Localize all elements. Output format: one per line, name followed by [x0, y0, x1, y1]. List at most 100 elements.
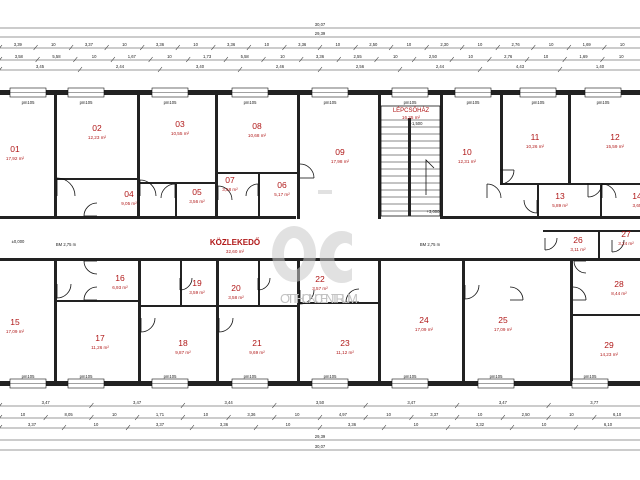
- door-swing-arc: [587, 182, 603, 198]
- dim-tick: [246, 44, 252, 51]
- stair-steps: [381, 119, 440, 212]
- dim-tick: [77, 66, 83, 73]
- dim-value: 3,45: [36, 64, 45, 69]
- dim-tick: [298, 56, 304, 63]
- window-label: pm105: [164, 374, 177, 379]
- door-swing-arc: [56, 283, 72, 299]
- dim-value: 3,36: [227, 42, 236, 47]
- room-number: 10: [462, 147, 472, 157]
- level-left: ±0,000: [12, 239, 25, 244]
- room-number: 08: [252, 121, 262, 131]
- dim-value: 4,43: [516, 64, 525, 69]
- room-18: 18 9,87 m²: [175, 338, 191, 355]
- dim-value: 10: [478, 42, 483, 47]
- dim-tick: [500, 414, 506, 421]
- room-16: 166,93 m²: [112, 273, 128, 290]
- room-number: 18: [178, 338, 188, 348]
- window-label: pm105: [532, 100, 545, 105]
- dim-value: 3,37: [430, 412, 439, 417]
- dim-tick: [317, 414, 323, 421]
- dim-value: 3,47: [499, 400, 508, 405]
- dim-tick: [317, 424, 323, 431]
- room-28: 288,44 m²: [611, 279, 627, 296]
- window-label: pm105: [164, 100, 177, 105]
- door-swing-arc: [83, 286, 98, 301]
- corridor-area: 32,60 m²: [226, 249, 245, 254]
- dim-value: 10: [569, 412, 574, 417]
- door-swing-arc: [611, 239, 625, 253]
- door-swing-arc: [140, 317, 156, 333]
- room-area: 5,17 m²: [274, 192, 290, 197]
- dim-tick: [531, 44, 536, 51]
- stair-area: 16,25 m²: [402, 115, 421, 120]
- room-number: 04: [124, 189, 134, 199]
- dim-value: 2,50: [522, 412, 531, 417]
- dim-value: 2,55: [354, 54, 363, 59]
- room-number: 15: [10, 317, 20, 327]
- room-07: 073,58 m²: [222, 175, 238, 192]
- window-label: pm105: [244, 374, 257, 379]
- dim-value: 3,36: [316, 54, 325, 59]
- dim-value: 1,71: [156, 412, 165, 417]
- dim-tick: [388, 44, 394, 51]
- dim-tick: [282, 44, 287, 51]
- window-labels: pm105 pm105 pm105 pm105 pm105 pm105 pm105 pm105…: [22, 100, 610, 379]
- dim-tick: [381, 424, 387, 431]
- door-swing-arc: [160, 183, 176, 199]
- dim-tick: [180, 414, 186, 421]
- dim-value: 3,58: [15, 54, 24, 59]
- dim-value: 2,46: [276, 64, 285, 69]
- dim-tick: [0, 56, 3, 60]
- room-number: 26: [573, 235, 583, 245]
- dim-tick: [353, 44, 358, 51]
- dim-tick: [68, 44, 74, 51]
- dim-value: 3,36: [247, 412, 256, 417]
- window-label: pm105: [467, 100, 480, 105]
- dim-value: 3,36: [298, 42, 307, 47]
- dim-tick: [0, 44, 3, 48]
- window-label: pm105: [22, 100, 35, 105]
- bm-right: BM 2,75 m: [420, 242, 441, 247]
- room-area: 10,26 m²: [526, 144, 545, 149]
- room-number: 02: [92, 123, 102, 133]
- room-number: 21: [252, 338, 262, 348]
- window-label: pm105: [584, 374, 597, 379]
- dim-tick: [557, 66, 563, 73]
- dim-value: 10: [407, 42, 412, 47]
- dim-value: 2,76: [504, 54, 513, 59]
- dim-value: 3,36: [156, 42, 165, 47]
- level-right: +3,000: [427, 209, 441, 214]
- room-number: 13: [555, 191, 565, 201]
- room-area: 3,56 m²: [189, 199, 205, 204]
- dim-tick: [89, 414, 94, 421]
- window-label: pm105: [404, 100, 417, 105]
- dim-tick: [180, 402, 186, 409]
- dim-value: 10: [203, 412, 208, 417]
- room-area: 14,23 m²: [600, 352, 619, 357]
- room-area: 9,87 m²: [175, 350, 191, 355]
- dim-value: 10: [92, 54, 97, 59]
- dim-tick: [495, 44, 501, 51]
- dim-value: 10: [335, 42, 340, 47]
- dim-tick: [148, 56, 153, 63]
- dim-tick: [175, 44, 181, 51]
- dim-value: 10: [620, 42, 625, 47]
- window-openings: [9, 87, 622, 389]
- dim-tick: [272, 402, 277, 409]
- dim-tick: [600, 56, 605, 63]
- dim-value: 2,44: [436, 64, 445, 69]
- dim-value: 3,32: [476, 422, 485, 427]
- room-number: 11: [531, 132, 540, 142]
- room-area: 3,59 m²: [189, 290, 205, 295]
- room-area: 12,23 m²: [88, 135, 107, 140]
- interior-walls: [54, 95, 640, 381]
- dim-tick: [226, 414, 231, 421]
- dim-tick: [0, 402, 3, 406]
- room-area: 15,59 m²: [606, 144, 625, 149]
